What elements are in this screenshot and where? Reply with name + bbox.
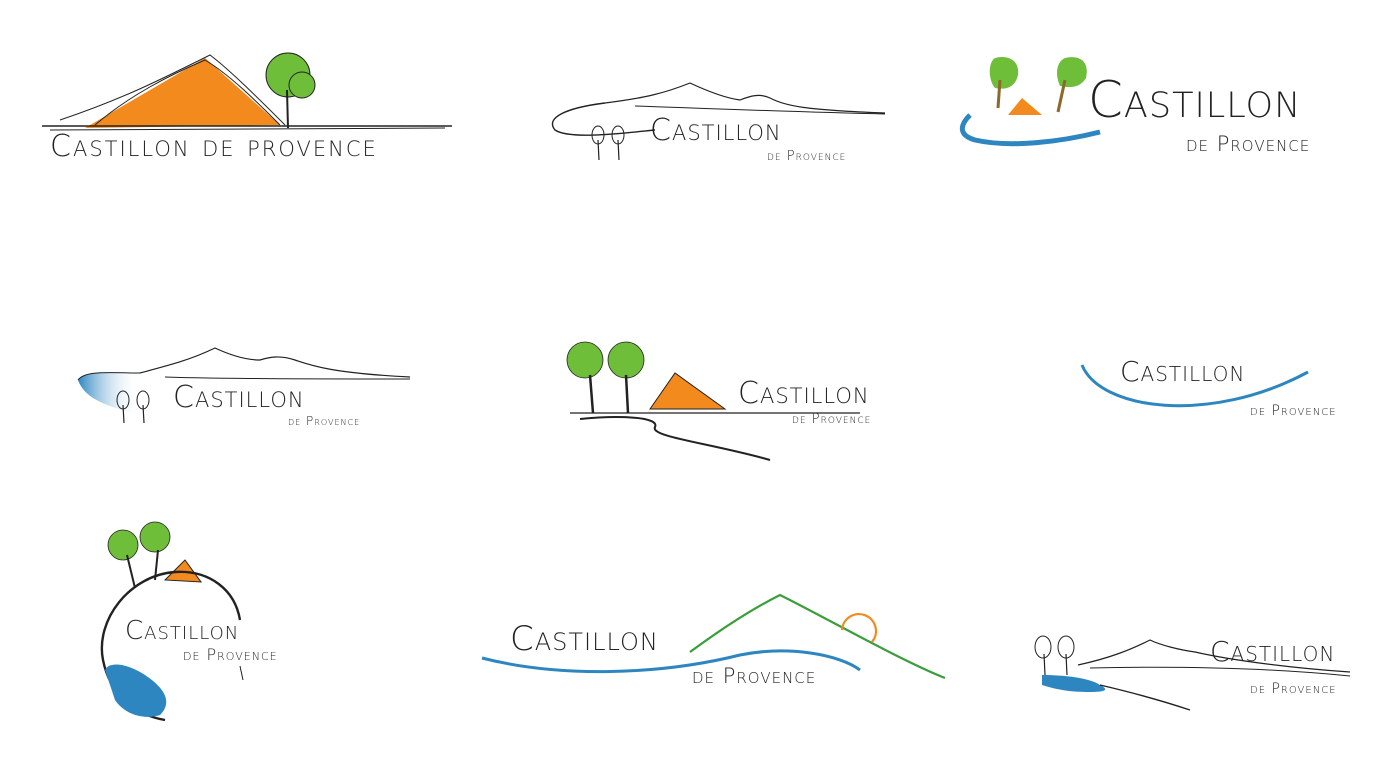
logo-variant-8: Castillon de Provence — [480, 590, 950, 690]
blue-swoosh-icon — [1080, 364, 1309, 408]
logo-8-title: Castillon — [510, 619, 659, 659]
logo-variant-4: Castillon de Provence — [70, 345, 415, 435]
trees-tent-path-icon — [566, 341, 860, 461]
logo-6-subtitle: de Provence — [1250, 403, 1337, 419]
logo-7-subtitle: de Provence — [183, 645, 278, 664]
logo-5-title: Castillon — [738, 376, 870, 411]
logo-variant-9: Castillon de Provence — [1030, 630, 1360, 720]
logo-variant-6: Castillon de Provence — [1080, 350, 1370, 430]
logo-2-title: Castillon — [650, 113, 782, 148]
circle-trees-tent-lake-icon — [100, 521, 244, 722]
logo-1-title: Castillon de provence — [50, 129, 378, 164]
logo-3-title: Castillon — [1088, 71, 1302, 129]
trees-tent-wave-icon — [959, 56, 1101, 147]
logo-7-title: Castillon — [125, 616, 240, 646]
logo-3-subtitle: de Provence — [1186, 132, 1311, 156]
logo-4-subtitle: de Provence — [288, 414, 361, 428]
logo-8-subtitle: de Provence — [692, 664, 817, 688]
logo-variant-2: Castillon de Provence — [545, 78, 890, 168]
logo-variant-7: Castillon de Provence — [95, 510, 315, 730]
green-mountain-blue-wave-sun-icon — [481, 593, 946, 680]
logo-variant-1: Castillon de provence — [40, 40, 460, 170]
logo-variant-3: Castillon de Provence — [959, 50, 1360, 160]
logo-9-subtitle: de Provence — [1250, 681, 1337, 697]
mountain-trees-outline-icon — [551, 82, 886, 161]
logo-4-title: Castillon — [173, 380, 305, 415]
logo-6-title: Castillon — [1120, 355, 1246, 388]
logo-variant-5: Castillon de Provence — [560, 335, 890, 465]
mountain-lake-gradient-icon — [77, 347, 411, 424]
logo-5-subtitle: de Provence — [792, 412, 872, 427]
orange-mountain-tree-icon — [42, 52, 452, 131]
logo-2-subtitle: de Provence — [767, 149, 847, 164]
mountain-trees-river-icon — [1034, 635, 1351, 711]
logo-9-title: Castillon — [1210, 635, 1336, 668]
